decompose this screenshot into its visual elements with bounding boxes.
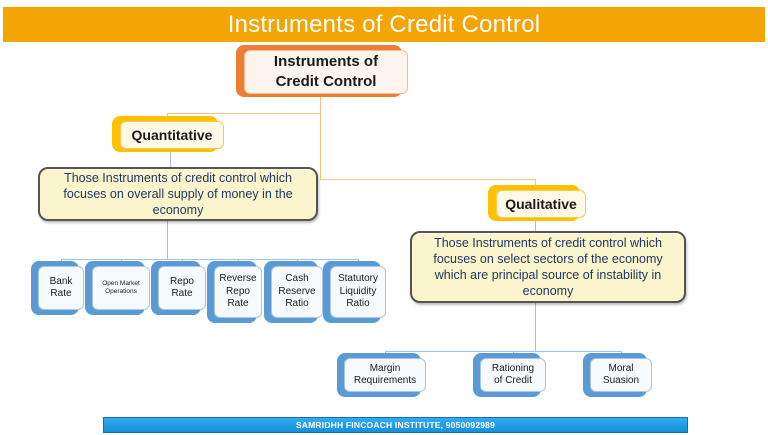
footer-institute-bar: SAMRIDHH FINCOACH INSTITUTE, 9050092989 bbox=[103, 417, 688, 433]
leaf-node-reverse-repo-rate: Reverse Repo Rate bbox=[207, 261, 262, 323]
bank-rate-label: Bank Rate bbox=[38, 266, 84, 310]
root-node-label: Instruments of Credit Control bbox=[244, 50, 408, 94]
leaf-node-open-market-operations: Open Market Operations bbox=[85, 261, 150, 315]
open-market-operations-label: Open Market Operations bbox=[92, 266, 150, 310]
leaf-node-rationing-of-credit: Rationing of Credit bbox=[473, 353, 546, 397]
leaf-node-cash-reserve-ratio: Cash Reserve Ratio bbox=[264, 261, 323, 323]
leaf-node-bank-rate: Bank Rate bbox=[31, 261, 84, 315]
root-node-instruments-of-credit-control: Instruments of Credit Control bbox=[236, 45, 408, 97]
connector-root-vertical bbox=[320, 94, 321, 179]
slide-title: Instruments of Credit Control bbox=[227, 10, 541, 38]
moral-suasion-label: Moral Suasion bbox=[590, 358, 652, 392]
connector-to-qualitative-horizontal bbox=[320, 179, 535, 180]
connector-quantitative-to-description bbox=[170, 150, 171, 168]
connector-rail-quantitative bbox=[61, 259, 358, 260]
statutory-liquidity-ratio-label: Statutory Liquidity Ratio bbox=[330, 266, 386, 318]
qualitative-description-box: Those Instruments of credit control whic… bbox=[410, 231, 686, 303]
leaf-node-margin-requirements: Margin Requirements bbox=[337, 353, 426, 397]
branch-node-qualitative: Qualitative bbox=[488, 185, 586, 221]
branch-node-quantitative: Quantitative bbox=[112, 116, 224, 152]
footer-institute-text: SAMRIDHH FINCOACH INSTITUTE, 9050092989 bbox=[295, 420, 496, 430]
qualitative-label: Qualitative bbox=[496, 190, 586, 218]
leaf-node-statutory-liquidity-ratio: Statutory Liquidity Ratio bbox=[323, 261, 386, 323]
leaf-node-repo-rate: Repo Rate bbox=[151, 261, 206, 315]
margin-requirements-label: Margin Requirements bbox=[344, 358, 426, 392]
qualitative-description-text: Those Instruments of credit control whic… bbox=[433, 235, 663, 299]
quantitative-description-text: Those Instruments of credit control whic… bbox=[63, 170, 293, 218]
quantitative-label: Quantitative bbox=[120, 121, 224, 149]
leaf-node-moral-suasion: Moral Suasion bbox=[583, 353, 652, 397]
reverse-repo-rate-label: Reverse Repo Rate bbox=[214, 266, 262, 318]
repo-rate-label: Repo Rate bbox=[158, 266, 206, 310]
connector-qualitative-to-description bbox=[535, 218, 536, 232]
cash-reserve-ratio-label: Cash Reserve Ratio bbox=[271, 266, 323, 318]
quantitative-description-box: Those Instruments of credit control whic… bbox=[38, 167, 318, 221]
connector-description-to-rail-left bbox=[167, 221, 168, 259]
slide-title-banner: Instruments of Credit Control bbox=[3, 7, 765, 42]
rationing-of-credit-label: Rationing of Credit bbox=[480, 358, 546, 392]
connector-to-quantitative-horizontal bbox=[167, 113, 320, 114]
connector-description-to-rail-right bbox=[535, 303, 536, 351]
connector-rail-qualitative bbox=[385, 351, 621, 352]
